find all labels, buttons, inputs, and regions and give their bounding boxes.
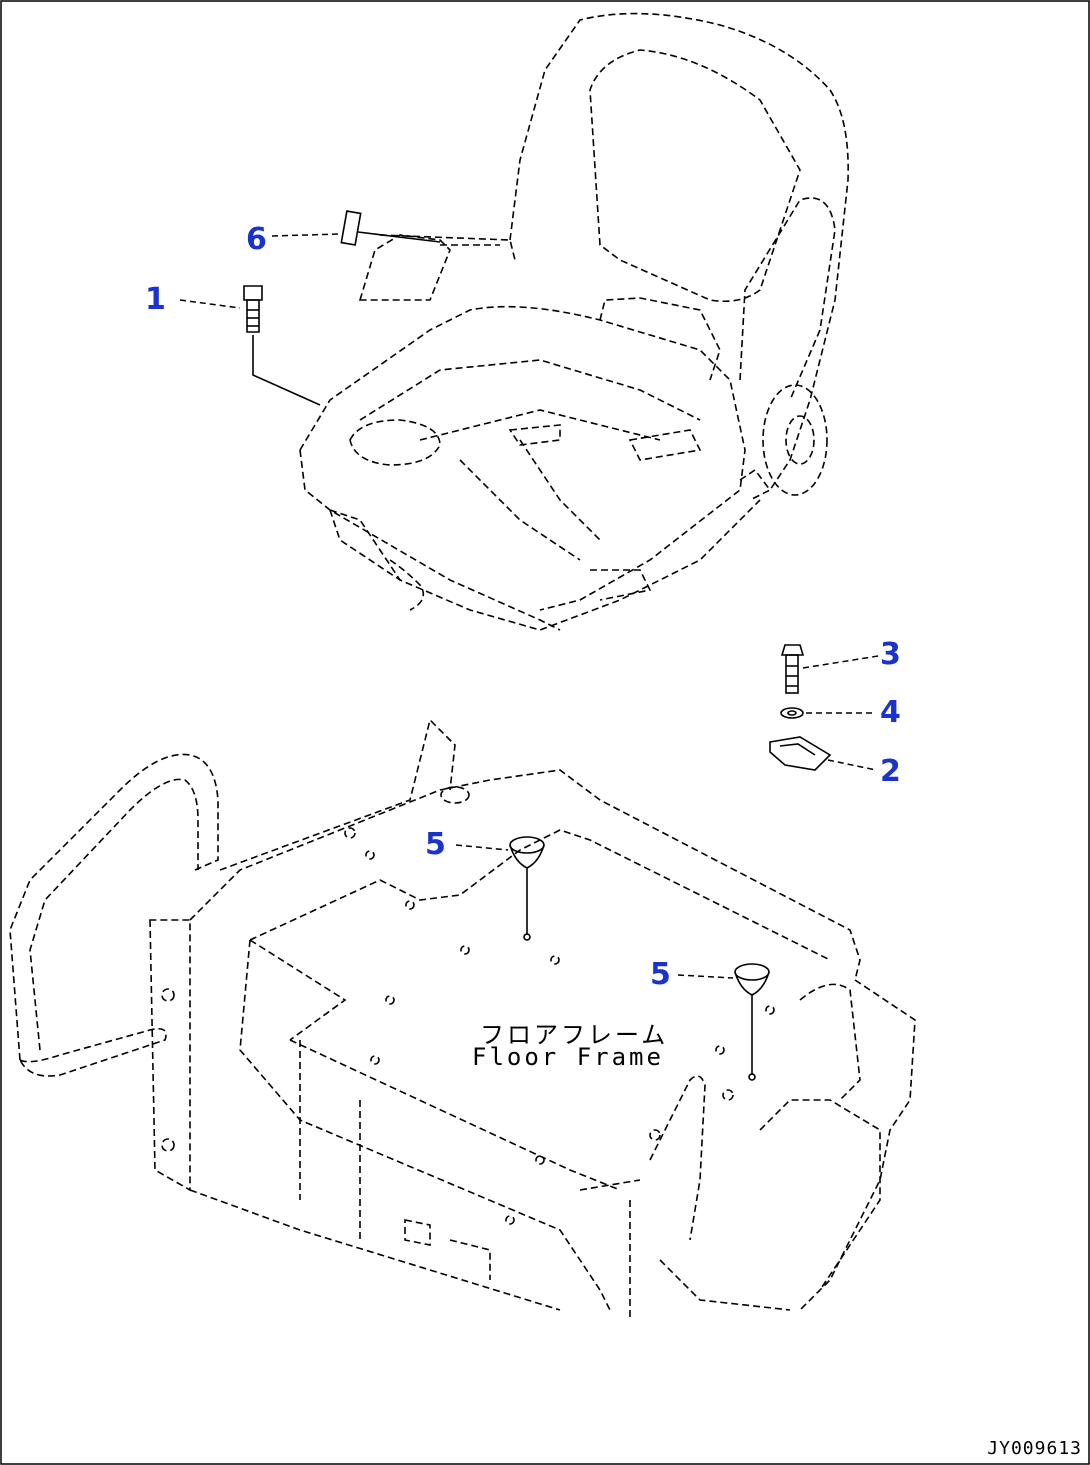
callout-4: 4 — [880, 695, 901, 730]
callout-6: 6 — [246, 222, 267, 257]
callout-3: 3 — [880, 637, 901, 672]
floor-frame-label-en: Floor Frame — [472, 1043, 664, 1071]
leader-1-path — [252, 335, 321, 406]
small-parts — [769, 644, 832, 771]
callout-1: 1 — [145, 282, 166, 317]
leader-2 — [827, 759, 877, 771]
floor-frame-label-jp: フロアフレーム — [480, 1021, 669, 1049]
callout-2: 2 — [880, 754, 901, 789]
callout-5b: 5 — [650, 957, 671, 992]
leader-1 — [179, 299, 241, 309]
seat-drawing — [243, 12, 849, 631]
leader-5b — [677, 974, 734, 979]
floor-frame-drawing — [9, 718, 916, 1320]
drawing-code: JY009613 — [987, 1438, 1082, 1459]
leader-5a — [455, 844, 509, 851]
callout-5a: 5 — [425, 827, 446, 862]
leader-6 — [271, 233, 341, 237]
leader-3 — [802, 655, 879, 669]
leader-6-path — [357, 231, 441, 243]
